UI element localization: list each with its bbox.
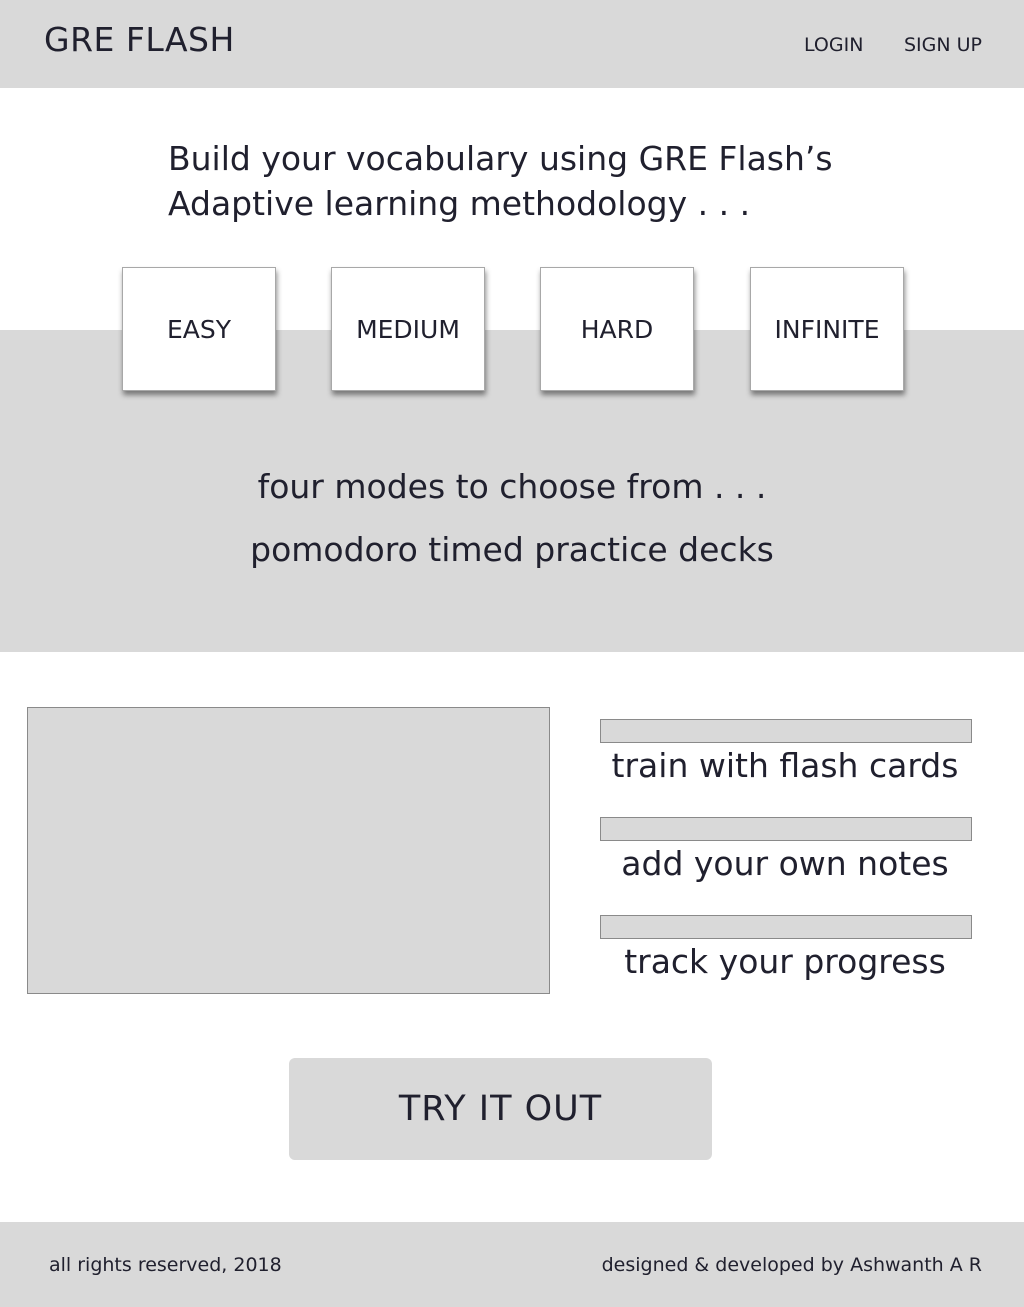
- feature-notes: add your own notes: [621, 844, 949, 883]
- mode-card-easy[interactable]: EASY: [122, 267, 276, 391]
- copyright-text: all rights reserved, 2018: [49, 1254, 282, 1276]
- login-link[interactable]: LOGIN: [804, 34, 864, 56]
- mode-card-label: HARD: [580, 314, 654, 344]
- pomodoro-caption: pomodoro timed practice decks: [250, 530, 774, 569]
- feature-bar-notes: [600, 817, 972, 841]
- mode-card-medium[interactable]: MEDIUM: [331, 267, 485, 391]
- signup-link[interactable]: SIGN UP: [904, 34, 983, 56]
- media-placeholder: [27, 707, 550, 994]
- mode-card-label: EASY: [166, 314, 232, 344]
- feature-bar-progress: [600, 915, 972, 939]
- site-footer: all rights reserved, 2018 designed & dev…: [0, 1222, 1024, 1307]
- try-it-out-label: TRY IT OUT: [398, 1089, 603, 1129]
- mode-card-label: MEDIUM: [356, 314, 460, 344]
- feature-flash-cards: train with flash cards: [611, 746, 959, 785]
- modes-caption: four modes to choose from . . .: [257, 467, 767, 506]
- mode-card-infinite[interactable]: INFINITE: [750, 267, 904, 391]
- site-header: GRE FLASH LOGIN SIGN UP: [0, 0, 1024, 88]
- mode-card-hard[interactable]: HARD: [540, 267, 694, 391]
- hero-headline-line-1: Build your vocabulary using GRE Flash’s: [168, 139, 833, 178]
- feature-bar-flash-cards: [600, 719, 972, 743]
- feature-progress: track your progress: [624, 942, 946, 981]
- credits-text: designed & developed by Ashwanth A R: [601, 1254, 982, 1276]
- mode-card-label: INFINITE: [774, 314, 880, 344]
- hero-headline-line-2: Adaptive learning methodology . . .: [168, 184, 751, 223]
- try-it-out-button[interactable]: TRY IT OUT: [289, 1058, 712, 1160]
- hero-headline: Build your vocabulary using GRE Flash’s …: [168, 136, 928, 226]
- brand-logo-text[interactable]: GRE FLASH: [44, 20, 235, 59]
